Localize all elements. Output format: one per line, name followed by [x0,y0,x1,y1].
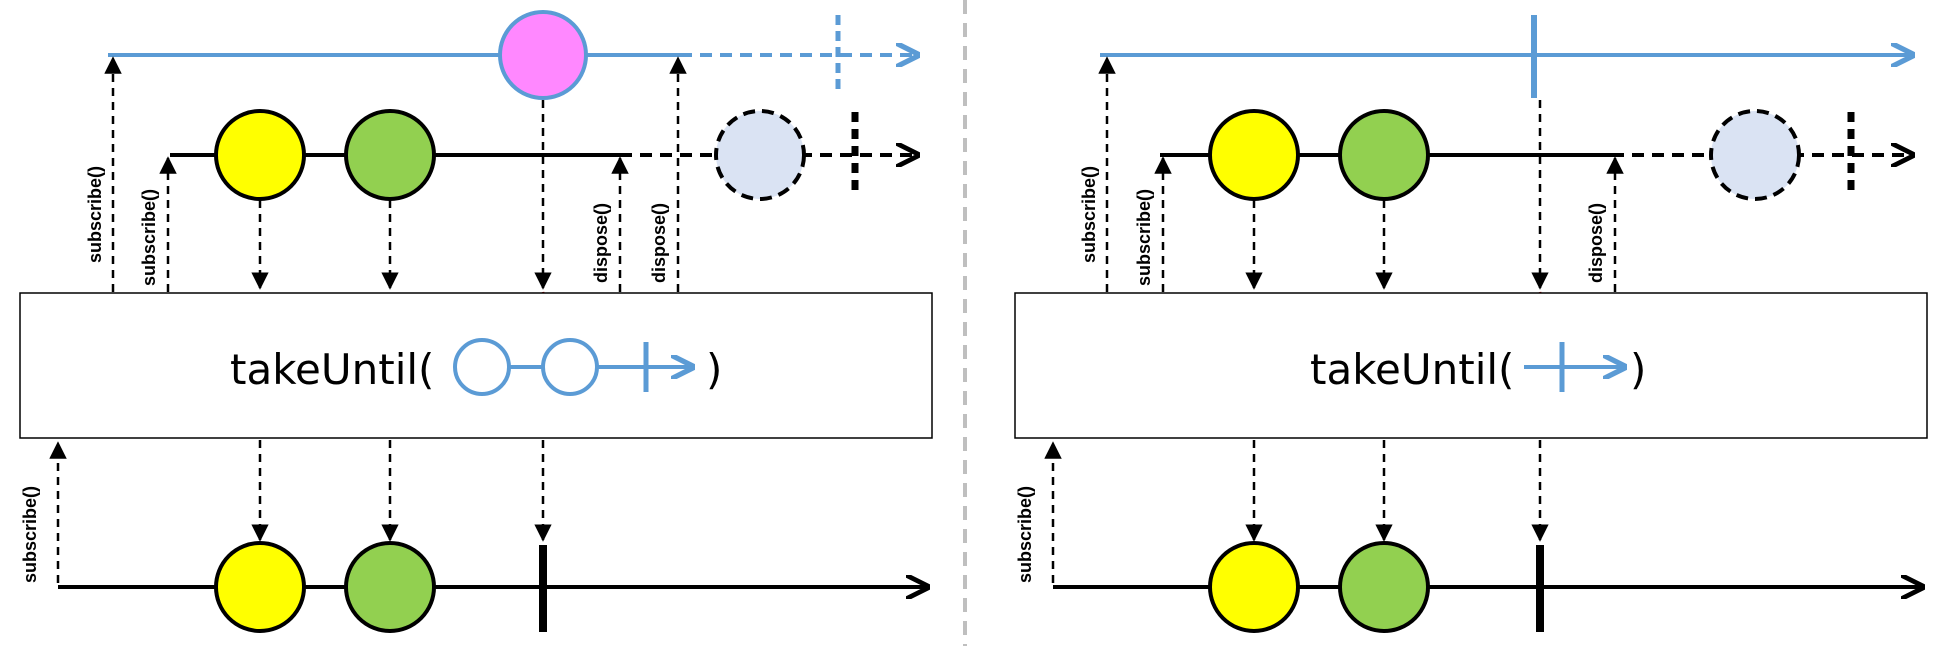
operator-notifier-glyph-right [1524,342,1622,392]
operator-box-right [1014,292,1928,439]
result-timeline [58,541,925,633]
panel-right: subscribe() subscribe() dispose() takeUn… [1014,15,1928,633]
operator-name-right: takeUntil( [1310,345,1514,394]
source-marble-ghost-right [1709,109,1801,201]
notifier-marble-pink [498,10,588,100]
operator-close-paren-right: ) [1630,345,1646,394]
subscribe-outer-label: subscribe() [85,166,105,263]
result-marble-green [344,541,436,633]
operator-name: takeUntil( [230,345,434,394]
result-timeline-right [1053,541,1920,633]
source-timeline-right [1160,109,1910,201]
dispose-notifier-label: dispose() [649,203,669,283]
subscribe-source-label-right: subscribe() [1134,189,1154,286]
source-marble-yellow-right [1208,109,1300,201]
source-timeline [170,109,915,201]
subscribe-source-label: subscribe() [139,189,159,286]
dispose-source-label: dispose() [591,203,611,283]
dispose-source-label-right: dispose() [1586,203,1606,283]
subscribe-result-label-right: subscribe() [1015,486,1035,583]
source-marble-green-right [1338,109,1430,201]
result-marble-yellow [214,541,306,633]
operator-close-paren: ) [706,345,722,394]
operator-notifier-glyph [453,338,690,396]
notifier-timeline-right [1100,15,1910,98]
notifier-timeline [108,10,915,100]
result-marble-yellow-right [1208,541,1300,633]
source-marble-ghost [714,109,806,201]
panel-left: subscribe() subscribe() dispose() dispos… [19,10,933,633]
source-marble-green [344,109,436,201]
subscribe-result-label: subscribe() [20,486,40,583]
result-marble-green-right [1338,541,1430,633]
subscribe-outer-label-right: subscribe() [1079,166,1099,263]
source-marble-yellow [214,109,306,201]
